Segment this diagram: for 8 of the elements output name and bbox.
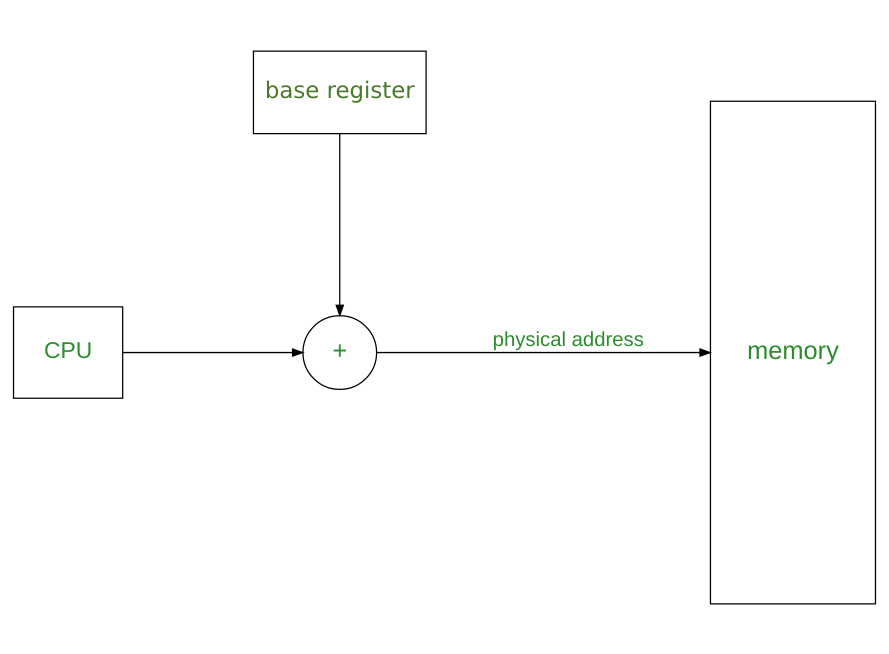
arrow (335, 133, 344, 317)
node-box: CPU (12, 306, 124, 398)
node-circle: + (302, 314, 378, 390)
node-box: base register (252, 50, 427, 134)
arrow (376, 348, 712, 357)
edge-label: physical address (492, 328, 644, 350)
arrow (122, 348, 305, 357)
node-box: memory (710, 100, 876, 604)
